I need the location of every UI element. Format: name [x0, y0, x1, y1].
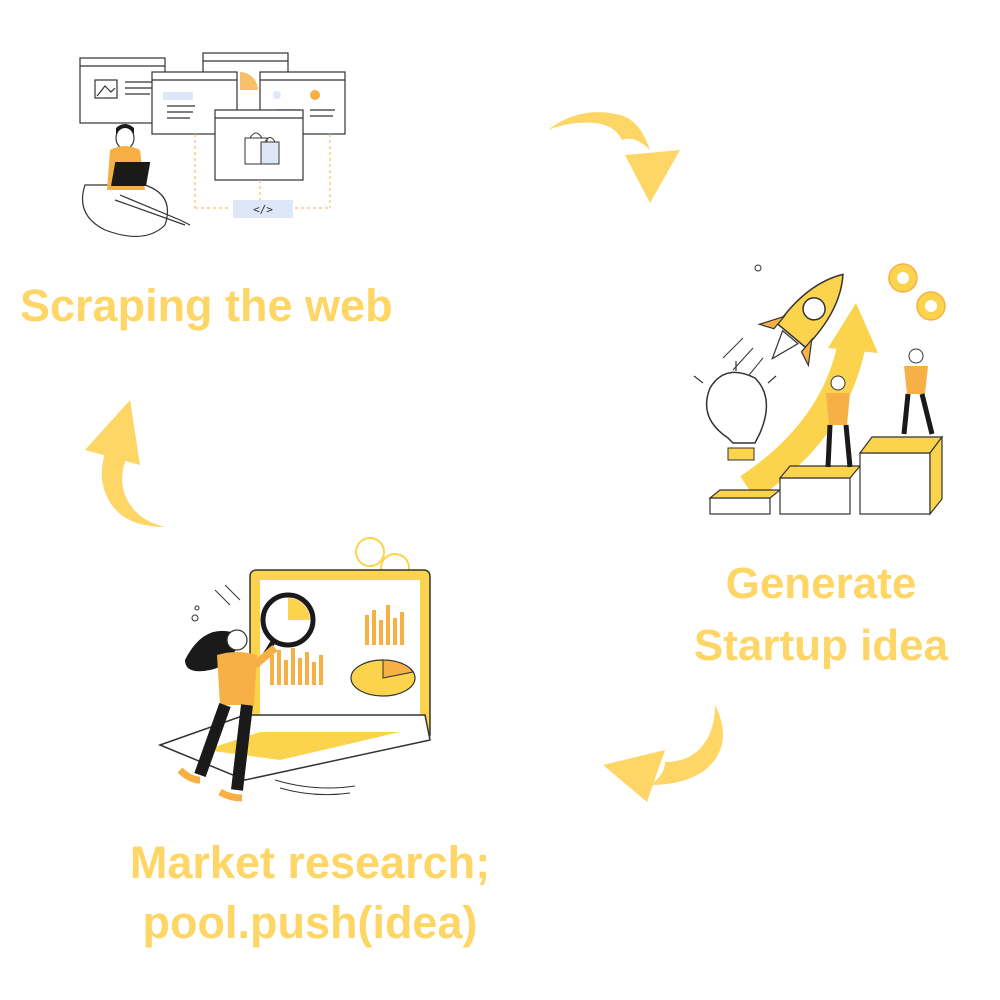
cycle-arrow-left — [85, 400, 165, 527]
step-label-line: Scraping the web — [20, 280, 393, 331]
market-research-illustration — [157, 537, 431, 802]
step-label-generate: Generate Startup idea — [686, 553, 956, 677]
step-label-line: Startup idea — [693, 621, 949, 670]
cycle-arrow-top-right — [548, 112, 680, 203]
step-label-market-research: Market research; pool.push(idea) — [110, 833, 510, 953]
step-label-line: pool.push(idea) — [142, 897, 478, 948]
rocket-growth-illustration — [693, 263, 946, 516]
step-label-line: Generate — [725, 559, 917, 608]
web-scraping-illustration: </> — [79, 52, 346, 238]
code-tag-text: </> — [253, 203, 273, 216]
cycle-arrow-bottom-right — [603, 705, 723, 802]
step-label-line: Market research; — [129, 837, 491, 888]
step-label-scraping: Scraping the web — [20, 280, 393, 332]
